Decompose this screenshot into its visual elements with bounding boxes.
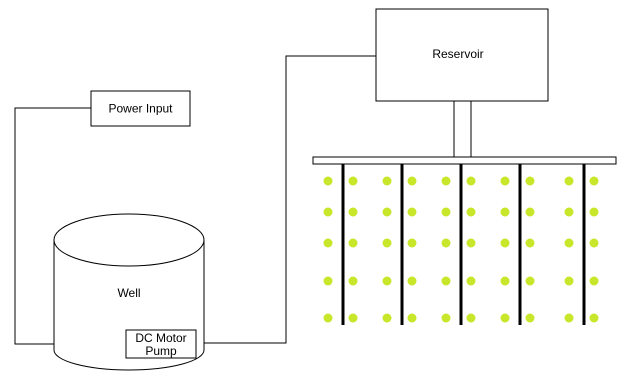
irrigation-field bbox=[323, 164, 599, 325]
plant-dot bbox=[323, 176, 333, 186]
plant-dot bbox=[348, 238, 358, 248]
plant-dot bbox=[466, 313, 476, 323]
pump-label-line2: Pump bbox=[145, 344, 177, 358]
plant-dot bbox=[382, 176, 392, 186]
plant-dot bbox=[466, 176, 476, 186]
plant-dot bbox=[407, 176, 417, 186]
plant-dot bbox=[589, 207, 599, 217]
plant-dot bbox=[466, 276, 476, 286]
plant-dot bbox=[589, 313, 599, 323]
plant-dot bbox=[441, 276, 451, 286]
plant-dot bbox=[382, 276, 392, 286]
plant-dot bbox=[466, 238, 476, 248]
plant-dot bbox=[589, 238, 599, 248]
plant-dot bbox=[382, 313, 392, 323]
plant-dot bbox=[564, 238, 574, 248]
power-input-box bbox=[90, 90, 191, 127]
plant-dot bbox=[441, 238, 451, 248]
reservoir-box bbox=[375, 8, 549, 102]
plant-dot bbox=[407, 207, 417, 217]
reservoir-label: Reservoir bbox=[432, 47, 483, 61]
plant-dot bbox=[348, 313, 358, 323]
plant-dot bbox=[525, 313, 535, 323]
pump-label-line1: DC Motor bbox=[135, 331, 186, 345]
plant-dot bbox=[466, 207, 476, 217]
plant-dot bbox=[323, 207, 333, 217]
plant-dot bbox=[348, 176, 358, 186]
plant-dot bbox=[564, 313, 574, 323]
dc-motor-pump-box bbox=[125, 329, 197, 359]
plant-dot bbox=[323, 313, 333, 323]
plant-dot bbox=[382, 238, 392, 248]
plant-dot bbox=[525, 176, 535, 186]
header-pipe bbox=[312, 156, 617, 165]
plant-dot bbox=[564, 276, 574, 286]
plant-dot bbox=[564, 207, 574, 217]
plant-dot bbox=[500, 207, 510, 217]
plant-dot bbox=[525, 238, 535, 248]
plant-dot bbox=[407, 313, 417, 323]
plant-dot bbox=[407, 276, 417, 286]
plant-dot bbox=[525, 276, 535, 286]
plant-dot bbox=[441, 207, 451, 217]
well-label: Well bbox=[117, 286, 140, 300]
plant-dot bbox=[441, 176, 451, 186]
plant-dot bbox=[323, 276, 333, 286]
plant-dot bbox=[382, 207, 392, 217]
plant-dot bbox=[441, 313, 451, 323]
plant-dot bbox=[348, 276, 358, 286]
power-input-label: Power Input bbox=[108, 102, 173, 116]
plant-dot bbox=[525, 207, 535, 217]
plant-dot bbox=[500, 238, 510, 248]
plant-dot bbox=[589, 276, 599, 286]
plant-dot bbox=[500, 176, 510, 186]
supply-pipe bbox=[204, 55, 376, 344]
plant-dot bbox=[500, 313, 510, 323]
plant-dot bbox=[589, 176, 599, 186]
plant-dot bbox=[323, 238, 333, 248]
plant-dot bbox=[348, 207, 358, 217]
plant-dot bbox=[564, 176, 574, 186]
plant-dot bbox=[407, 238, 417, 248]
plant-dot bbox=[500, 276, 510, 286]
